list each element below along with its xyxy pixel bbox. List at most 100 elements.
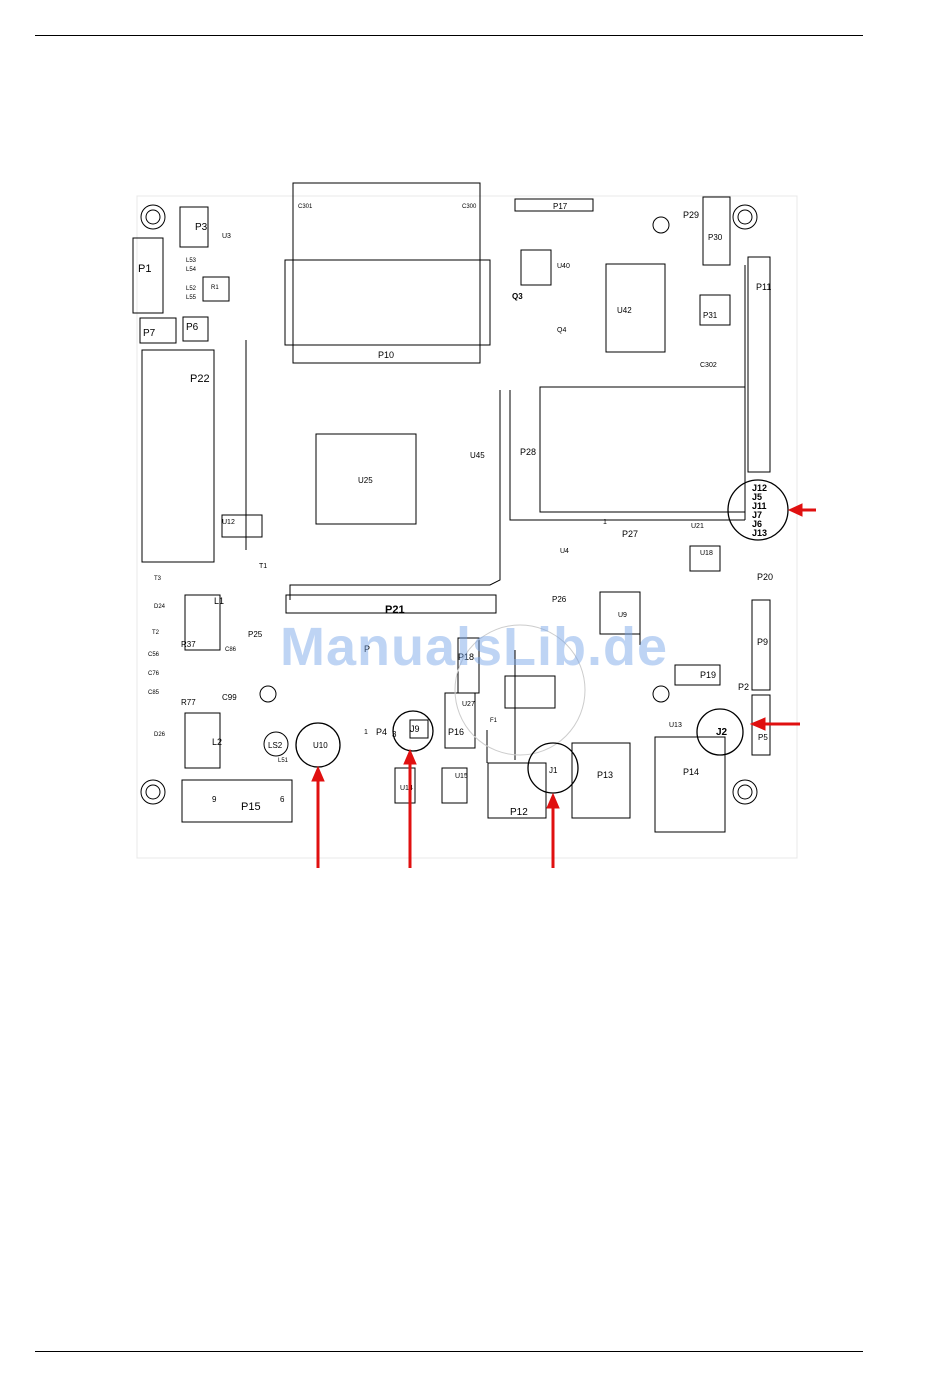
label-p5: P5: [758, 733, 768, 742]
component-labels: P1 P3 P6 P7 P10 P17 P22 P21 P15 P12 P13 …: [138, 202, 773, 818]
label-j1: J1: [549, 766, 558, 775]
label-t1: T1: [259, 563, 267, 570]
label-p20: P20: [757, 572, 773, 582]
label-p10: P10: [378, 350, 394, 360]
label-u10: U10: [313, 741, 328, 750]
label-c76: C76: [148, 671, 160, 677]
label-p1: P1: [138, 263, 151, 275]
label-u21: U21: [691, 523, 704, 530]
callout-circle-j2: [696, 708, 744, 756]
label-l1: L1: [214, 596, 224, 606]
label-u12: U12: [222, 519, 235, 526]
label-c85: C85: [148, 690, 160, 696]
label-u45: U45: [470, 451, 485, 460]
label-d26: D26: [154, 732, 166, 738]
label-c302: C302: [700, 362, 717, 369]
label-pin-1a: 1: [603, 519, 607, 526]
mounting-holes: [140, 204, 758, 805]
label-ls2: LS2: [268, 741, 283, 750]
label-p14: P14: [683, 767, 699, 777]
label-p3: P3: [195, 222, 208, 233]
arrow-u10: [311, 765, 325, 868]
jumper-label: J12: [752, 483, 767, 493]
label-c86: C86: [225, 647, 237, 653]
label-t3: T3: [154, 576, 162, 582]
label-p18: P18: [458, 652, 474, 662]
label-q3: Q3: [512, 292, 523, 301]
label-p: P: [364, 644, 370, 654]
label-p19: P19: [700, 670, 716, 680]
label-pin-1b: 1: [364, 729, 368, 736]
label-u14: U14: [400, 785, 413, 792]
label-p26: P26: [552, 595, 567, 604]
label-p25: P25: [248, 630, 263, 639]
jumper-label: J13: [752, 528, 767, 538]
label-p4: P4: [376, 727, 387, 737]
label-j9: J9: [410, 724, 420, 734]
label-p11: P11: [756, 282, 771, 292]
label-p16: P16: [448, 727, 464, 737]
label-u25: U25: [358, 476, 373, 485]
jumper-label: J6: [752, 519, 762, 529]
label-p15: P15: [241, 801, 261, 813]
label-u3: U3: [222, 233, 231, 240]
label-l55: L55: [186, 295, 197, 301]
label-c56: C56: [148, 652, 160, 658]
label-pin-6: 6: [280, 795, 285, 804]
board-traces: [245, 265, 746, 763]
label-c99: C99: [222, 693, 237, 702]
jumper-group: J12 J5 J11 J7 J6 J13: [752, 483, 767, 538]
label-r1: R1: [211, 285, 219, 291]
label-t2: T2: [152, 630, 160, 636]
label-l53: L53: [186, 258, 197, 264]
label-u40: U40: [557, 263, 570, 270]
label-p21: P21: [385, 604, 405, 616]
label-pin-3: 3: [392, 730, 397, 739]
label-l2: L2: [212, 737, 222, 747]
callout-circle-j9: [392, 710, 434, 752]
label-l52: L52: [186, 286, 197, 292]
label-u9: U9: [618, 612, 627, 619]
arrow-j2: [749, 717, 800, 731]
label-l54: L54: [186, 267, 197, 273]
label-p12: P12: [510, 807, 528, 818]
label-r37: R37: [181, 640, 196, 649]
label-p6: P6: [186, 322, 199, 333]
jumper-label: J5: [752, 492, 762, 502]
arrow-j9: [403, 748, 417, 868]
label-d24: D24: [154, 604, 166, 610]
label-c300: C300: [462, 204, 477, 210]
label-p27: P27: [622, 529, 638, 539]
bottom-rule: [35, 1351, 863, 1352]
label-u42: U42: [617, 306, 632, 315]
label-u4: U4: [560, 548, 569, 555]
label-p13: P13: [597, 770, 613, 780]
label-u27: U27: [462, 701, 475, 708]
label-p28: P28: [520, 447, 536, 457]
label-r77: R77: [181, 698, 196, 707]
label-q4: Q4: [557, 327, 566, 334]
label-pin-9: 9: [212, 795, 217, 804]
jumper-label: J7: [752, 510, 762, 520]
label-p29: P29: [683, 210, 699, 220]
label-f1: F1: [490, 718, 498, 724]
label-l51: L51: [278, 758, 289, 764]
top-rule: [35, 35, 863, 36]
label-p17: P17: [553, 202, 568, 211]
label-p31: P31: [703, 311, 718, 320]
label-p9: P9: [757, 637, 768, 647]
label-p2: P2: [738, 682, 749, 692]
label-u13: U13: [669, 722, 682, 729]
label-u18: U18: [700, 550, 713, 557]
jumper-label: J11: [752, 501, 767, 511]
red-arrows: [311, 503, 816, 868]
label-c301: C301: [298, 204, 313, 210]
label-j2: J2: [716, 727, 728, 738]
label-p7: P7: [143, 328, 156, 339]
label-u15: U15: [455, 773, 468, 780]
arrow-j1: [546, 792, 560, 868]
label-p30: P30: [708, 233, 723, 242]
component-outlines: [132, 182, 771, 833]
arrow-jumpers: [787, 503, 816, 517]
